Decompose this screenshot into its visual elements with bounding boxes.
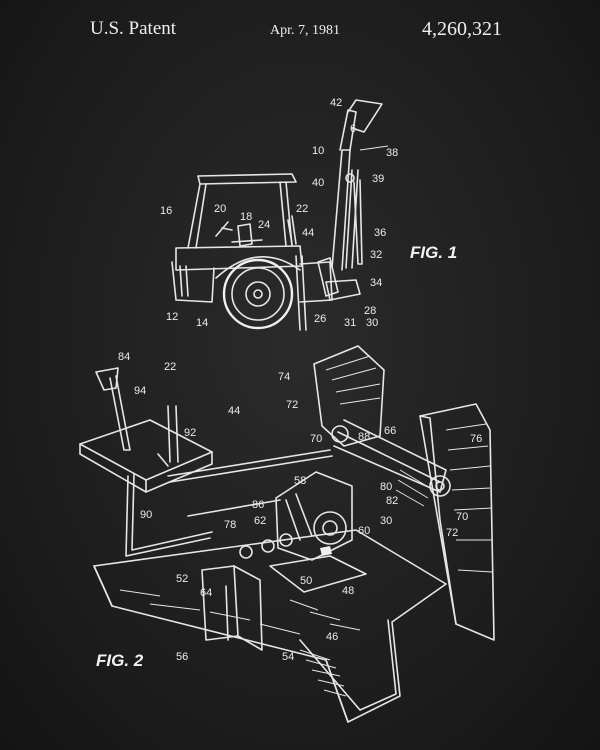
fig1-label: 12: [166, 311, 178, 323]
fig1-label: 16: [160, 205, 172, 217]
fig2-title: FIG. 2: [96, 651, 144, 670]
fig1-label: 18: [240, 211, 252, 223]
fig2-label: 80: [380, 481, 392, 493]
fig1-label: 36: [374, 227, 386, 239]
fig2-label: 70: [456, 511, 468, 523]
fig1-label: 22: [296, 203, 308, 215]
fig2-label: 58: [294, 475, 306, 487]
fig1-label: 26: [314, 313, 326, 325]
fig2-label: 66: [384, 425, 396, 437]
fig2-label: 50: [300, 575, 312, 587]
fig2-label: 72: [286, 399, 298, 411]
fig2-label: 74: [278, 371, 290, 383]
fig1-label: 38: [386, 147, 398, 159]
fig2-label: 72: [446, 527, 458, 539]
fig1-label: 10: [312, 145, 324, 157]
fig2-label: 94: [134, 385, 146, 397]
fig1-label: 34: [370, 277, 382, 289]
fig2-label: 44: [228, 405, 240, 417]
fig1-title: FIG. 1: [410, 243, 457, 262]
fig2-label: 48: [342, 585, 354, 597]
fig1-label: 20: [214, 203, 226, 215]
fig1-label: 44: [302, 227, 314, 239]
fig2-label: 86: [252, 499, 264, 511]
fig2-label: 54: [282, 651, 294, 663]
fig2-label: 82: [386, 495, 398, 507]
fig1-label: 24: [258, 219, 270, 231]
fig2-label: 76: [470, 433, 482, 445]
fig2-label: 70: [310, 433, 322, 445]
fig1-label: 42: [330, 97, 342, 109]
fig1-label: 14: [196, 317, 208, 329]
fig1-label: 6: [350, 123, 356, 135]
fig1-label: 30: [366, 317, 378, 329]
fig2-label: 56: [176, 651, 188, 663]
fig2-label: 88: [358, 431, 370, 443]
fig2-label: 62: [254, 515, 266, 527]
fig2-label: 60: [358, 525, 370, 537]
fig2-label: 84: [118, 351, 130, 363]
fig1-label: 32: [370, 249, 382, 261]
fig2-label: 90: [140, 509, 152, 521]
fig2-label: 22: [164, 361, 176, 373]
fig1-label: 40: [312, 177, 324, 189]
fig2-label: 78: [224, 519, 236, 531]
fig2-label: 52: [176, 573, 188, 585]
fig1-label: 31: [344, 317, 356, 329]
fig2-label: 30: [380, 515, 392, 527]
fig2-label: 46: [326, 631, 338, 643]
fig1-label: 28: [364, 305, 376, 317]
fig2-label: 64: [200, 587, 212, 599]
fig2-label: 92: [184, 427, 196, 439]
fig1-label: 39: [372, 173, 384, 185]
